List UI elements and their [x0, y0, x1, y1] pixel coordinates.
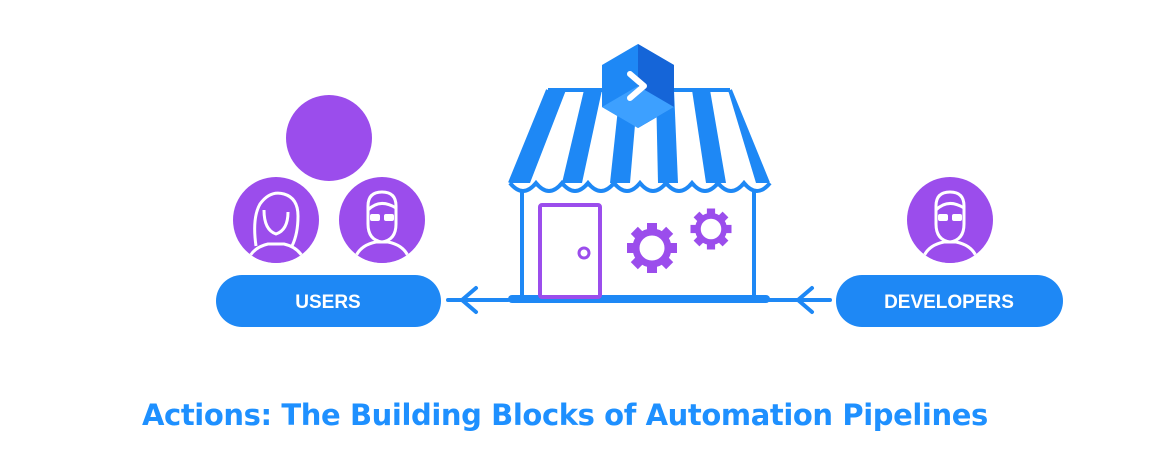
user-avatar-right [339, 177, 425, 263]
door-icon [538, 203, 602, 299]
logo-chevron-icon [602, 44, 674, 128]
developer-avatar [907, 177, 993, 263]
user-avatar-left [233, 177, 319, 263]
user-avatar-top [286, 95, 372, 181]
arrow-left-icon [794, 286, 814, 314]
flow-arrows [446, 286, 832, 314]
users-pill: USERS [216, 275, 441, 327]
diagram-caption: Actions: The Building Blocks of Automati… [142, 398, 988, 432]
developers-pill: DEVELOPERS [836, 275, 1063, 327]
developers-label: DEVELOPERS [884, 292, 1014, 313]
users-label: USERS [295, 292, 360, 313]
arrow-left-icon [458, 286, 478, 314]
